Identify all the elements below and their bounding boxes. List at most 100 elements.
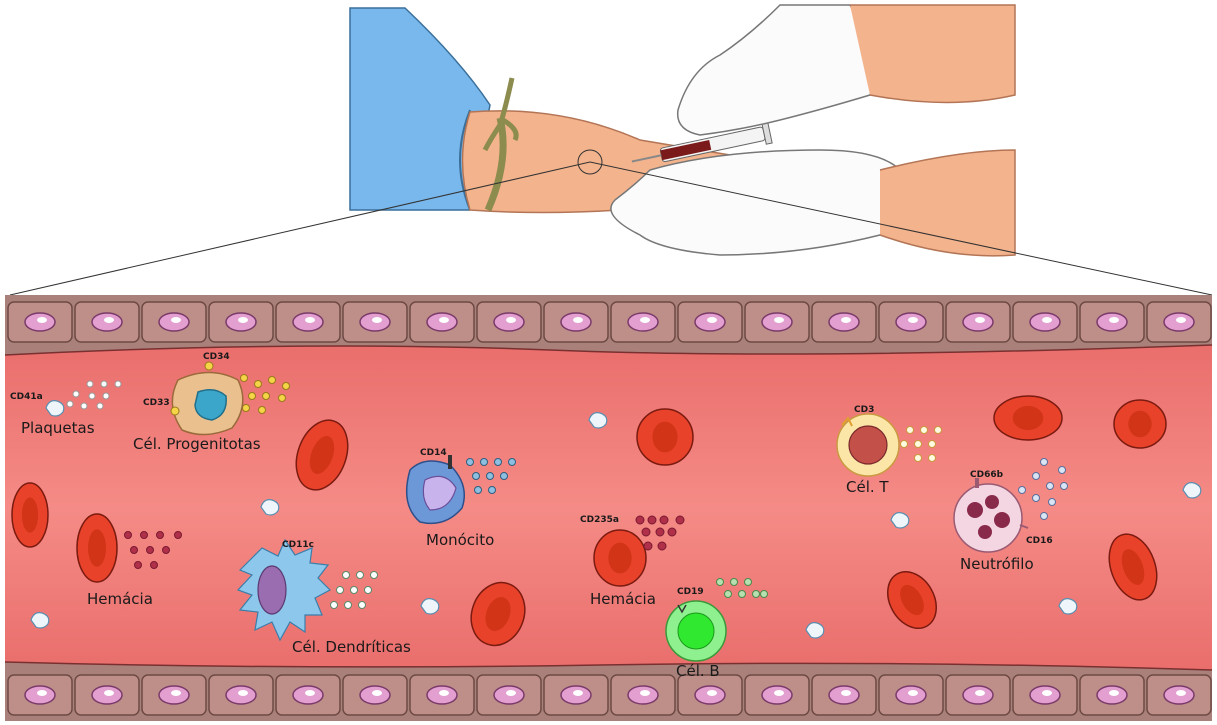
particle-dot <box>656 528 664 536</box>
particle-dot <box>921 427 928 434</box>
endothelial-cell <box>276 302 340 342</box>
endothelial-cell <box>8 675 72 715</box>
particle-dot <box>658 542 666 550</box>
neutrophil-marker-cd16: CD16 <box>1026 536 1053 546</box>
endothelial-cell <box>544 302 608 342</box>
monocyte-marker: CD14 <box>420 448 447 458</box>
endothelial-cell <box>343 675 407 715</box>
platelets-label: Plaquetas <box>21 419 95 437</box>
particle-dot <box>263 393 270 400</box>
particle-dot <box>337 587 344 594</box>
particle-dot <box>495 459 502 466</box>
erythrocyte-center-marker: CD235a <box>580 515 619 525</box>
particle-dot <box>163 547 170 554</box>
particle-dot <box>1033 495 1040 502</box>
endothelial-cell <box>544 675 608 715</box>
b-cell-label: Cél. B <box>676 662 720 680</box>
particle-dot <box>243 405 250 412</box>
particle-dot <box>147 547 154 554</box>
endothelial-cell <box>75 302 139 342</box>
endothelial-cell <box>410 302 474 342</box>
progenitor-marker-cd34: CD34 <box>203 352 230 362</box>
particle-dot <box>481 459 488 466</box>
particle-dot <box>89 393 95 399</box>
particle-dot <box>135 562 142 569</box>
particle-dot <box>745 579 752 586</box>
endothelial-cell <box>745 675 809 715</box>
particle-dot <box>259 407 266 414</box>
particle-dot <box>125 532 132 539</box>
endothelial-cell <box>611 302 675 342</box>
particle-dot <box>644 542 652 550</box>
red-blood-cell <box>12 483 48 547</box>
particle-dot <box>725 591 732 598</box>
particle-dot <box>475 487 482 494</box>
particle-dot <box>249 393 256 400</box>
endothelial-cell <box>75 675 139 715</box>
zoom-line-left <box>10 162 590 295</box>
particle-dot <box>283 383 290 390</box>
particle-dot <box>241 375 248 382</box>
particle-dot <box>1041 513 1048 520</box>
endothelial-cell <box>946 302 1010 342</box>
endothelial-cell <box>678 675 742 715</box>
particle-dot <box>929 441 936 448</box>
particle-dot <box>279 395 286 402</box>
particle-dot <box>67 401 73 407</box>
endothelial-cell <box>1147 302 1211 342</box>
particle-dot <box>1061 483 1068 490</box>
arm-illustration <box>350 5 1015 256</box>
particle-dot <box>642 528 650 536</box>
particle-dot <box>648 516 656 524</box>
particle-dot <box>1059 467 1066 474</box>
particle-dot <box>255 381 262 388</box>
particle-dot <box>935 427 942 434</box>
particle-dot <box>101 381 107 387</box>
particle-dot <box>73 391 79 397</box>
particle-dot <box>1041 459 1048 466</box>
endothelial-cell <box>1147 675 1211 715</box>
endothelial-cell <box>812 675 876 715</box>
particle-dot <box>115 381 121 387</box>
particle-dot <box>761 591 768 598</box>
particle-dot <box>343 572 350 579</box>
particle-dot <box>753 591 760 598</box>
endothelial-cell <box>209 302 273 342</box>
endothelial-cell <box>477 302 541 342</box>
particle-dot <box>1033 473 1040 480</box>
particle-dot <box>1049 499 1056 506</box>
erythrocyte-center-label: Hemácia <box>590 590 656 608</box>
particle-dot <box>371 572 378 579</box>
t-cell-marker: CD3 <box>854 405 874 415</box>
particle-dot <box>357 572 364 579</box>
b-cell <box>666 601 726 661</box>
dendritic-label: Cél. Dendríticas <box>292 638 411 656</box>
endothelial-cell <box>812 302 876 342</box>
endothelial-cell <box>142 675 206 715</box>
particle-dot <box>269 377 276 384</box>
particle-dot <box>489 487 496 494</box>
particle-dot <box>345 602 352 609</box>
endothelial-cell <box>946 675 1010 715</box>
particle-dot <box>731 579 738 586</box>
endothelial-cell <box>410 675 474 715</box>
particle-dot <box>81 403 87 409</box>
particle-dot <box>351 587 358 594</box>
particle-dot <box>151 562 158 569</box>
endothelial-cell <box>678 302 742 342</box>
progenitor-marker-cd33: CD33 <box>143 398 170 408</box>
t-cell <box>837 414 899 476</box>
endothelial-cell <box>209 675 273 715</box>
b-cell-marker: CD19 <box>677 587 704 597</box>
particle-dot <box>97 403 103 409</box>
t-cell-label: Cél. T <box>846 478 889 496</box>
endothelial-cell <box>343 302 407 342</box>
particle-dot <box>676 516 684 524</box>
endothelial-cell <box>611 675 675 715</box>
neutrophil-marker-cd66b: CD66b <box>970 470 1003 480</box>
particle-dot <box>131 547 138 554</box>
endothelial-cell <box>745 302 809 342</box>
neutrophil-label: Neutrófilo <box>960 555 1034 573</box>
particle-dot <box>467 459 474 466</box>
